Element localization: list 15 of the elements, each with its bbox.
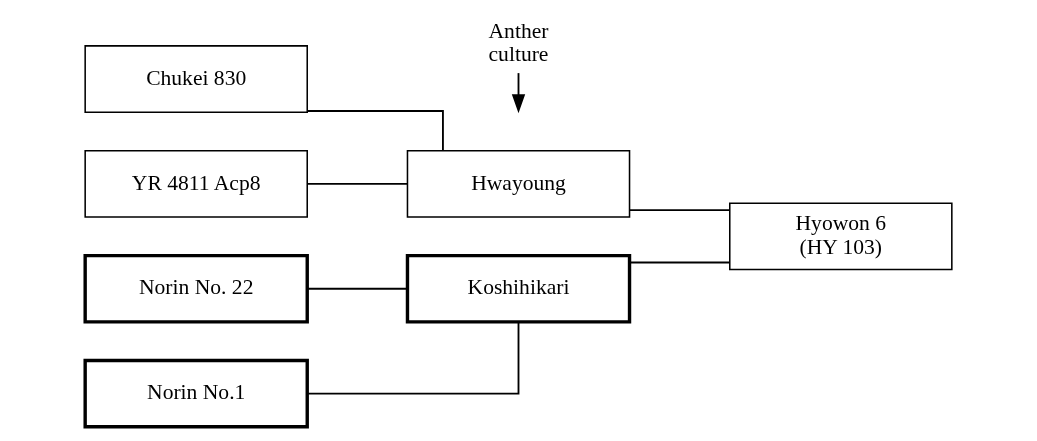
node-box: Norin No.1 [83,358,309,429]
node-box: Koshihikari [405,253,632,324]
node-box: Chukei 830 [84,45,308,113]
node-box: YR 4811 Acp8 [84,149,308,218]
connector [306,110,444,152]
node-box: Hyowon 6 (HY 103) [729,202,953,271]
node-text: Anther culture [488,18,549,66]
connector [628,209,731,211]
arrow [511,72,526,114]
node-box: Hwayoung [406,149,631,218]
connector [306,321,520,395]
connector [306,287,409,290]
connector [306,182,409,185]
node-box: Norin No. 22 [83,253,309,324]
connector [628,261,731,264]
